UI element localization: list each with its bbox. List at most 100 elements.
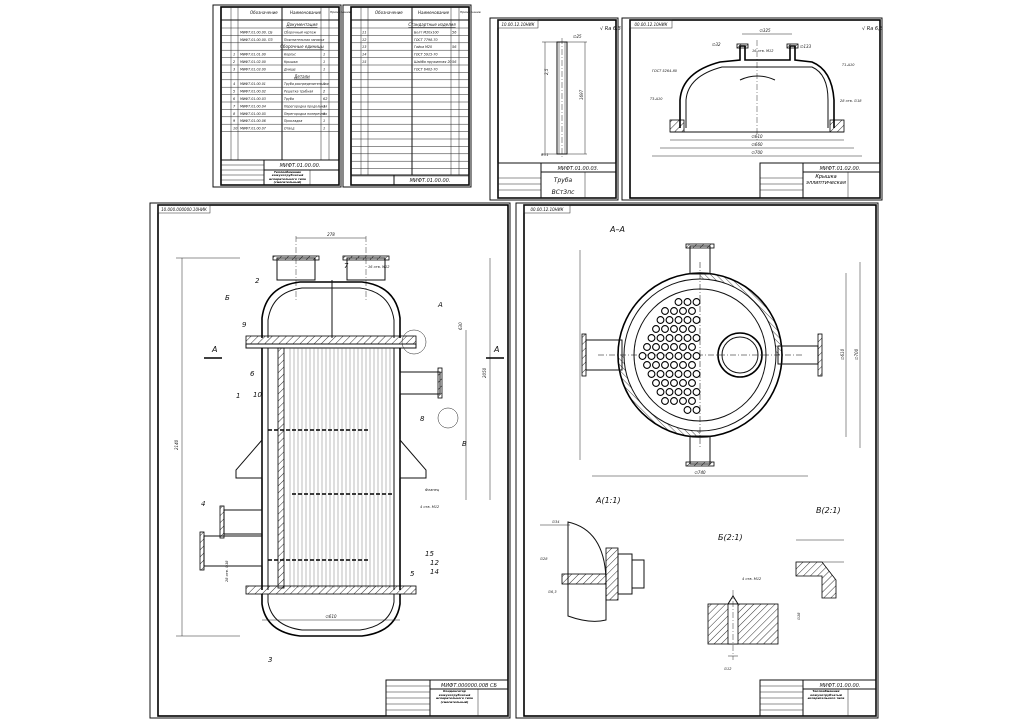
cover-holes-m12: 16 отв. М12 <box>752 49 774 53</box>
tube-hole <box>661 397 669 405</box>
tube-hole <box>670 343 678 351</box>
cover-roughness: √ Ra 6,3 <box>862 26 883 32</box>
assembly-holes-18: 28 отв. ∅18 <box>225 560 229 582</box>
spec1-code: МИФТ.01.02.00 <box>240 60 266 64</box>
spec1-code: МИФТ.01.00.02 <box>240 90 266 94</box>
assembly-holes-m12: 16 отв. М12 <box>368 265 390 269</box>
spec2-name: Болт М20х100 <box>414 30 439 34</box>
spec1-code: МИФТ.01.00.00. ПЗ <box>240 38 273 42</box>
tube-hole <box>665 352 674 360</box>
spec-sheet-1: Обозначение Наименование Приме-чание Док… <box>212 4 351 188</box>
position-number: 6 <box>250 370 255 378</box>
spec1-name: Труба <box>284 97 294 101</box>
tube-hole <box>656 388 665 396</box>
tube-hole <box>688 397 696 405</box>
tube-hole <box>656 352 665 360</box>
tube-hole <box>674 334 683 342</box>
detail-b-holes: 4 отв. М12 <box>742 577 762 581</box>
spec1-qty: 1 <box>323 104 325 108</box>
sections-stamp-title: Теплообменник кожухотрубчатый испаритель… <box>807 690 845 701</box>
spec1-section-heading: Детали <box>293 74 310 79</box>
spec1-name: Пояснительная записка <box>284 38 324 42</box>
assembly-callout-b: Б <box>225 294 230 302</box>
spec2-name: Гайка М20 <box>414 45 432 49</box>
spec1-pos: 6 <box>233 97 236 101</box>
cover-dim-325: ∅325 <box>759 28 771 33</box>
assembly-dim-610: ∅610 <box>325 614 337 619</box>
spec1-name: Отвод <box>284 127 295 131</box>
tube-hole <box>656 370 665 378</box>
spec1-name: Труба распределительная <box>284 82 329 86</box>
assembly-dim-height: 2140 <box>174 439 179 450</box>
tube-corner-code: 10.00.12.10НИК <box>501 22 534 27</box>
cover-dim-133: ∅133 <box>800 44 812 49</box>
spec1-pos: 7 <box>233 104 236 108</box>
tube-hole <box>670 361 678 369</box>
spec2-name: ГОСТ 7798-70 <box>414 38 438 42</box>
position-number: 4 <box>201 500 205 508</box>
spec1-col-designation: Обозначение <box>250 10 278 15</box>
spec1-code: МИФТ.01.00.04 <box>240 104 266 108</box>
spec2-pos: 11 <box>362 30 366 34</box>
tube-dim-wall: 2,5 <box>544 68 549 75</box>
tube-hole <box>683 316 692 324</box>
spec1-qty: 1 <box>323 67 325 71</box>
tube-hole <box>665 388 674 396</box>
tube-hole <box>643 343 651 351</box>
spec1-qty: 1 <box>323 119 325 123</box>
spec2-pos: 14 <box>362 53 366 57</box>
spec1-col-name: Наименование <box>290 10 322 15</box>
tube-hole <box>688 361 696 369</box>
spec1-qty: 62 <box>323 97 328 101</box>
spec1-qty: 6 <box>323 112 326 116</box>
cover-dim-660: ∅660 <box>751 142 763 147</box>
tube-hole <box>692 388 701 396</box>
tube-hole <box>647 370 656 378</box>
assembly-stamp-title-box: Конденсатор кожухотрубчатый испарительно… <box>436 690 473 704</box>
position-number: 15 <box>425 550 434 558</box>
assembly-sheet: 10.000.000000.10НИК 278 <box>149 202 511 719</box>
cover-holes-18: 28 отв. ∅18 <box>840 99 862 103</box>
spec1-section-heading: Сборочные единицы <box>280 44 323 49</box>
cover-dim-32: ∅32 <box>712 42 721 47</box>
tube-hole <box>665 316 674 324</box>
spec1-qty: 2 <box>323 90 326 94</box>
spec1-qty: 1 <box>323 53 325 57</box>
spec-sheet-2: Обозначение Наименование Приме-чание Ста… <box>342 4 481 188</box>
tube-hole <box>692 352 701 360</box>
spec1-col-note: Приме-чание <box>330 10 351 14</box>
tube-hole <box>679 361 687 369</box>
spec1-section-heading: Документация <box>286 22 319 27</box>
tube-hole <box>674 370 683 378</box>
cover-dim-610: ∅610 <box>751 134 763 139</box>
view-v-label: В(2:1) <box>816 506 841 515</box>
spec2-pos: 15 <box>362 60 367 64</box>
cover-dim-700: ∅700 <box>751 150 763 155</box>
position-number: 12 <box>430 559 439 567</box>
assembly-holes-m12-2: 4 отв. М12 <box>420 505 440 509</box>
tube-hole <box>674 298 683 306</box>
spec1-code: МИФТ.01.00.00. СБ <box>240 30 273 34</box>
assembly-dim-2050: 2050 <box>482 367 487 378</box>
cover-weld-note: ГОСТ 5264-80 <box>652 69 678 73</box>
position-number: 3 <box>268 656 272 664</box>
spec1-pos: 4 <box>233 82 235 86</box>
spec1-stamp-title: Теплообменник кожухотрубчатый испаритель… <box>269 170 306 185</box>
spec1-name: Корпус <box>284 53 296 57</box>
tube-hole <box>670 379 678 387</box>
spec1-pos: 8 <box>233 112 236 116</box>
tube-hole <box>683 298 692 306</box>
spec1-pos: 1 <box>233 53 235 57</box>
tube-hole <box>670 307 678 315</box>
tube-hole <box>688 343 696 351</box>
tube-hole <box>679 343 687 351</box>
tube-hole <box>692 316 701 324</box>
tube-dim-radius: R≈1 <box>541 153 549 157</box>
position-number: 10 <box>253 391 262 399</box>
spec1-name: Перегородка продольная <box>284 104 327 108</box>
tube-hole <box>674 316 683 324</box>
tube-hole <box>683 334 692 342</box>
tube-stamp-title: Труба <box>554 177 573 184</box>
tube-hole <box>683 370 692 378</box>
tube-hole <box>688 325 696 333</box>
